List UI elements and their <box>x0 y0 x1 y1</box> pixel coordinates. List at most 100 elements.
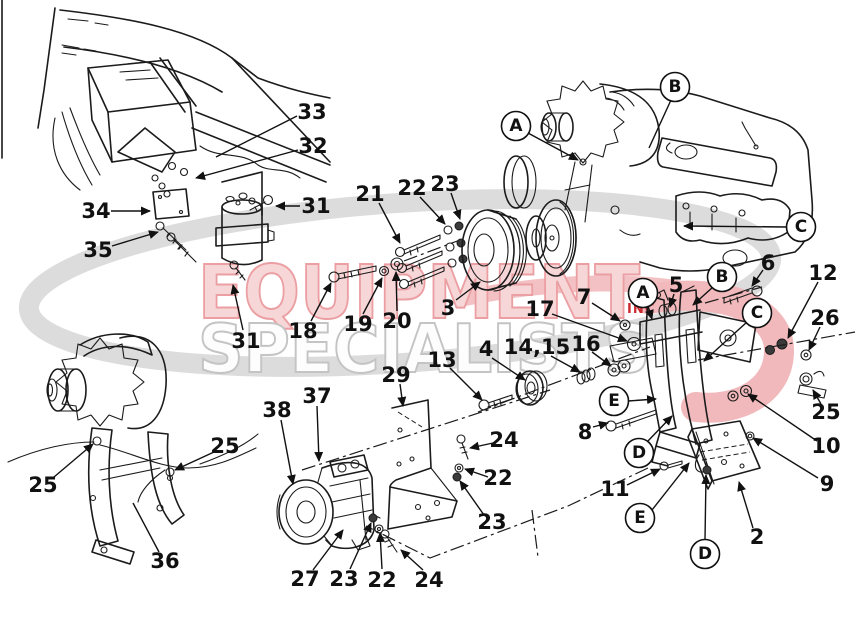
callout-10: 10 <box>811 434 840 458</box>
callout-b: B <box>669 77 682 97</box>
watermark-text-specialists: SPECIALISTS <box>198 310 650 388</box>
callout-circle-a <box>627 277 659 309</box>
callout-8: 8 <box>578 420 593 444</box>
callout-6: 6 <box>761 251 776 275</box>
callout-33: 33 <box>297 100 326 124</box>
leader-22 <box>376 532 385 570</box>
leader-11 <box>626 468 661 486</box>
leader-36 <box>132 502 160 553</box>
callout-3: 3 <box>441 296 456 320</box>
callout-29: 29 <box>381 363 410 387</box>
leader-8 <box>592 420 609 430</box>
leader-27 <box>312 529 344 571</box>
leader-7 <box>591 302 621 322</box>
leader-e <box>627 395 657 405</box>
callout-circle-c <box>741 297 773 329</box>
leader-13 <box>449 367 483 401</box>
callout-2: 2 <box>750 525 765 549</box>
leader-32 <box>195 149 299 180</box>
callout-19: 19 <box>343 312 372 336</box>
callout-27: 27 <box>290 567 319 591</box>
callout-7: 7 <box>577 285 592 309</box>
leader-d <box>646 415 673 443</box>
leader-20 <box>391 271 401 312</box>
callout-e: E <box>608 391 620 411</box>
receiver-drier-drawing <box>215 171 275 281</box>
callout-34: 34 <box>81 199 110 223</box>
leader-3 <box>455 281 481 301</box>
callout-36: 36 <box>150 549 179 573</box>
callout-5: 5 <box>669 273 684 297</box>
callout-32: 32 <box>298 134 327 158</box>
callout-4: 4 <box>479 337 494 361</box>
leader-26 <box>808 326 821 351</box>
callout-12: 12 <box>808 261 837 285</box>
callout-circle-b <box>659 71 691 103</box>
callout-c: C <box>795 217 807 237</box>
callout-31: 31 <box>301 194 330 218</box>
callout-16: 16 <box>571 332 600 356</box>
callout-d: D <box>698 544 712 564</box>
callout-17: 17 <box>525 297 554 321</box>
callout-20: 20 <box>382 309 411 333</box>
callout-23: 23 <box>477 510 506 534</box>
callout-22: 22 <box>483 466 512 490</box>
leader-29 <box>397 383 407 407</box>
callout-9: 9 <box>820 472 835 496</box>
leader-e <box>651 462 690 511</box>
callout-circle-a <box>500 110 532 142</box>
leader-a <box>527 132 579 161</box>
callout-25: 25 <box>210 434 239 458</box>
callout-21: 21 <box>355 182 384 206</box>
callout-23: 23 <box>329 567 358 591</box>
leader-4 <box>491 357 526 381</box>
callout-18: 18 <box>288 319 317 343</box>
callout-circle-d <box>623 437 655 469</box>
callout-a: A <box>636 283 650 303</box>
callout-31: 31 <box>231 329 260 353</box>
leader-18 <box>310 282 332 322</box>
alternator-drawing <box>7 333 259 565</box>
leader-16 <box>591 351 612 367</box>
leader-23 <box>349 522 372 570</box>
leader-35 <box>111 230 159 247</box>
leader-31 <box>230 284 244 331</box>
leader-9 <box>752 437 819 479</box>
callout-circle-e <box>624 502 656 534</box>
leader-24 <box>400 549 424 571</box>
callout-14,15: 14,15 <box>504 335 570 359</box>
callout-37: 37 <box>302 384 331 408</box>
leader-2 <box>737 481 754 529</box>
leader-c <box>703 321 748 362</box>
callout-circle-d <box>689 538 721 570</box>
leader-24 <box>469 441 494 451</box>
leader-b <box>648 99 672 149</box>
callout-d: D <box>632 443 646 463</box>
leader-d <box>701 474 711 541</box>
vehicle-cowl-drawing <box>1 0 331 263</box>
callout-circle-e <box>598 385 630 417</box>
callout-35: 35 <box>83 238 112 262</box>
leader-23 <box>450 192 462 220</box>
leader-17 <box>551 313 628 343</box>
leader-33 <box>215 115 298 158</box>
leader-25 <box>174 451 215 471</box>
crank-pulley-hardware-drawing <box>328 209 527 292</box>
leader-21 <box>378 202 401 244</box>
leader-38 <box>280 419 296 485</box>
leader-19 <box>362 277 383 315</box>
callout-13: 13 <box>427 348 456 372</box>
leader-37 <box>314 405 324 462</box>
watermark-swoosh-red-lobe <box>633 280 794 423</box>
engine-drawing <box>503 80 814 277</box>
leader-b <box>692 286 714 306</box>
callout-26: 26 <box>810 306 839 330</box>
leader-a <box>645 305 654 320</box>
callout-circle-b <box>706 261 738 293</box>
callout-22: 22 <box>367 568 396 592</box>
leader-5 <box>668 293 677 308</box>
compressor-drawing <box>276 389 551 558</box>
leader-12 <box>787 281 819 339</box>
